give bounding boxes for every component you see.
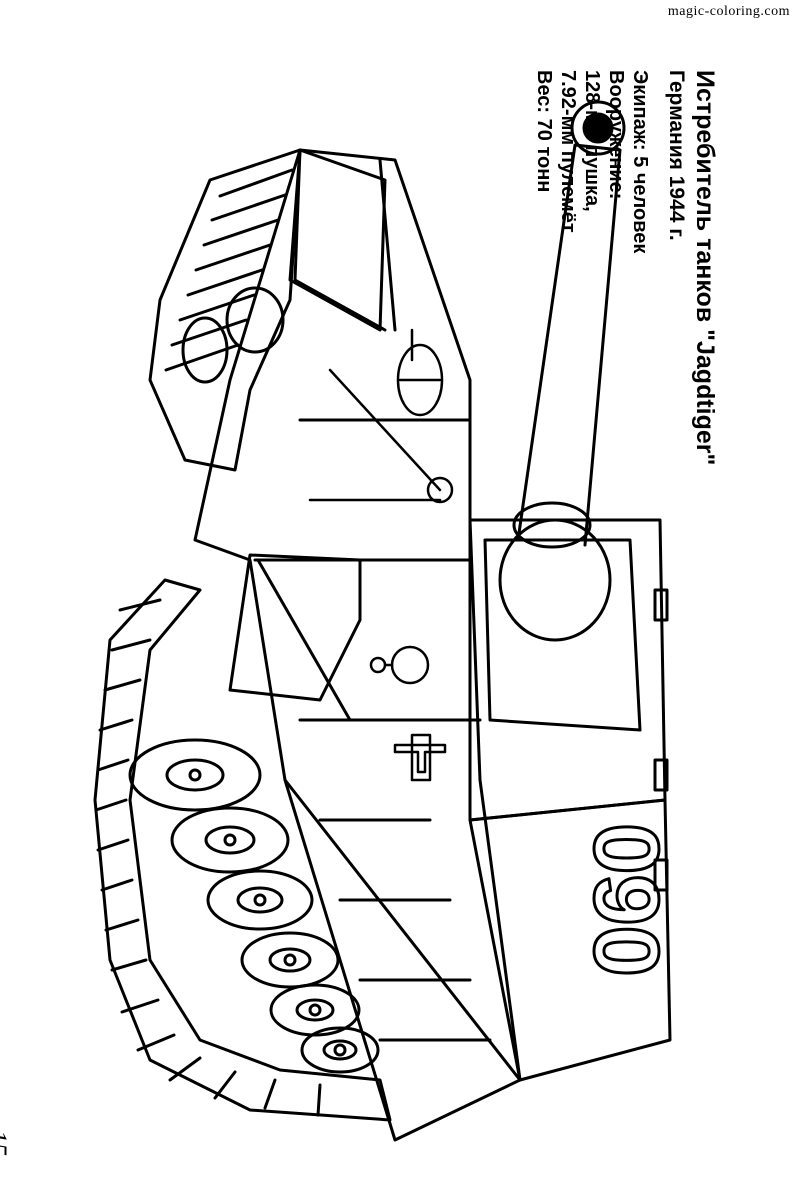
cross-insignia bbox=[393, 733, 447, 782]
hull-details bbox=[308, 328, 454, 685]
site-watermark: magic-coloring.com bbox=[667, 4, 790, 19]
hull-number: 090 bbox=[575, 823, 677, 977]
near-track bbox=[93, 578, 392, 1122]
casemate bbox=[468, 518, 672, 1082]
road-wheels bbox=[128, 738, 380, 1074]
hull bbox=[193, 148, 522, 1142]
main-gun bbox=[498, 100, 626, 642]
far-track bbox=[148, 148, 302, 472]
page-number: 15 bbox=[0, 1130, 12, 1156]
